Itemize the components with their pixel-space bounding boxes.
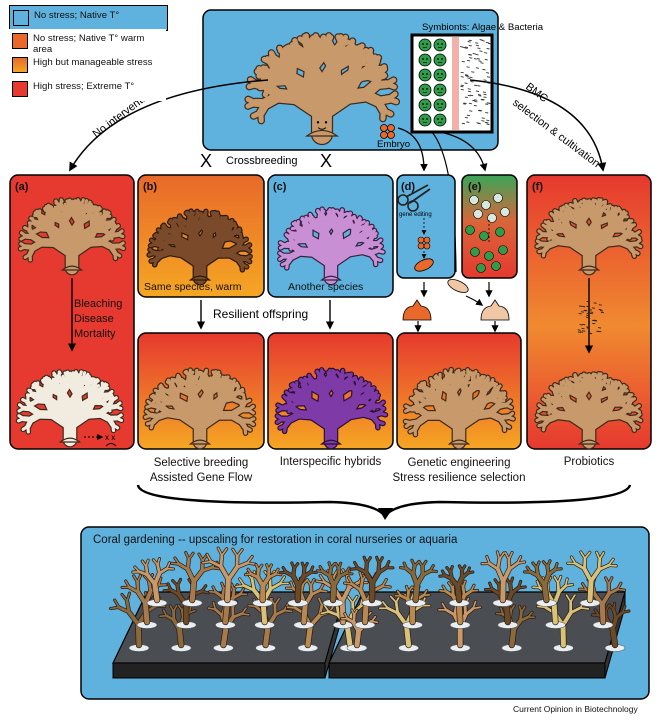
- caption-line: Assisted Gene Flow: [149, 472, 253, 484]
- coral-b-bred: [142, 367, 257, 450]
- svg-text:x x: x x: [105, 433, 115, 442]
- panel-e-label: (e): [468, 181, 482, 193]
- legend-label: No stress; Native T°: [34, 10, 120, 21]
- journal-credit: Current Opinion in Biotechnology: [513, 704, 638, 714]
- larva-d-icon: [414, 258, 434, 272]
- legend-label: High stress; Extreme T°: [33, 81, 135, 92]
- stress-effects: Bleaching Disease Mortality: [74, 297, 122, 342]
- gene-editing-label: gene editing: [399, 212, 432, 218]
- coral-c-other-species: [277, 206, 386, 286]
- caption-probiotics: Probiotics: [563, 456, 615, 468]
- embryo-icon: [380, 124, 395, 139]
- panel-b-label: (b): [143, 181, 158, 193]
- nursery-fragments: [109, 546, 631, 652]
- legend-swatch: [12, 33, 28, 49]
- probiotic-bacteria: [577, 300, 605, 335]
- embryo-label: Embryo: [377, 139, 410, 150]
- legend-label: High but manageable stress: [33, 57, 153, 68]
- arrow-bmc: [469, 79, 607, 172]
- legend-label: No stress; Native T° warm area: [33, 33, 145, 55]
- legend-item-warm: No stress; Native T° warm area: [9, 29, 166, 55]
- coral-c-hybrid: [274, 367, 389, 450]
- symbionts-label: Symbionts: Algae & Bacteria: [422, 22, 544, 33]
- legend-swatch: [13, 10, 29, 26]
- effect-mortality: Mortality: [74, 328, 116, 340]
- panel-d-label: (d): [401, 181, 416, 193]
- coral-f-healthy: [534, 197, 644, 276]
- legend-item-native: No stress; Native T°: [9, 5, 168, 31]
- caption-line: Stress resilience selection: [392, 472, 526, 484]
- cross-mark-left: X: [200, 151, 212, 171]
- recruit-orange: [402, 299, 432, 321]
- arrow-embryo-to-d: [397, 127, 428, 172]
- arrow-no-intervention: [69, 79, 269, 172]
- caption-selective-breeding: Selective breeding Assisted Gene Flow: [138, 456, 264, 486]
- bmc-label: BMC: [523, 81, 550, 105]
- scissors-icon: [397, 184, 431, 212]
- caption-genetic-engineering: Genetic engineering Stress resilience se…: [391, 456, 527, 486]
- legend-item-extreme: High stress; Extreme T°: [9, 77, 166, 101]
- coral-f-resilient: [534, 371, 644, 450]
- effect-bleaching: Bleaching: [74, 298, 123, 310]
- symbiont-box: [410, 33, 494, 134]
- legend-swatch: [12, 81, 28, 97]
- coral-main: [244, 32, 401, 146]
- mortality-icon: x x: [84, 433, 117, 447]
- panel-a-label: (a): [15, 181, 29, 193]
- legend: No stress; Native T° No stress; Native T…: [0, 0, 175, 105]
- recruit-pink: [480, 299, 510, 321]
- cross-mark-right: X: [320, 151, 332, 171]
- caption-line: Selective breeding: [153, 457, 249, 469]
- arrow-symbiont-to-e: [439, 131, 488, 172]
- embryo-d-icon: [417, 236, 431, 250]
- legend-item-manageable: High but manageable stress: [9, 53, 166, 77]
- panel-f-label: (f): [532, 181, 543, 193]
- gardening-title: Coral gardening -- upscaling for restora…: [93, 534, 458, 546]
- panel-c-label: (c): [273, 181, 287, 193]
- legend-swatch: [12, 57, 28, 73]
- caption-line: Genetic engineering: [407, 457, 511, 469]
- effect-disease: Disease: [74, 313, 114, 325]
- caption-same-species: Same species, warm: [144, 281, 242, 293]
- coral-de-engineered: [402, 366, 516, 450]
- coral-a-bleached: [15, 369, 125, 448]
- caption-another-species: Another species: [288, 281, 364, 293]
- caption-interspecific-hybrids: Interspecific hybrids: [279, 456, 382, 468]
- coral-a-healthy: [17, 197, 127, 276]
- larva-floating: [447, 279, 469, 293]
- symbiont-cells-e: [465, 193, 510, 273]
- resilient-offspring-label: Resilient offspring: [213, 307, 308, 321]
- coral-b-warm: [146, 208, 253, 286]
- crossbreeding-label: Crossbreeding: [226, 155, 298, 167]
